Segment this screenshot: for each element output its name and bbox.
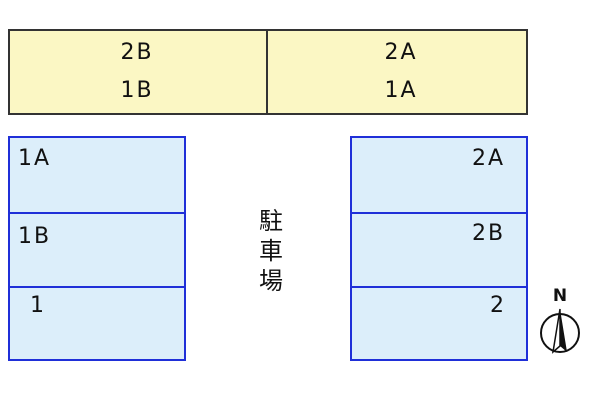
building-left-upper-label: 2B bbox=[120, 40, 154, 65]
stall-label-right-1: 2A bbox=[472, 146, 506, 171]
parking-lot-char-2: 車 bbox=[259, 237, 283, 265]
compass-label: N bbox=[553, 286, 567, 306]
building-right-upper-label: 2A bbox=[384, 40, 418, 65]
stall-label-right-3: 2 bbox=[490, 293, 506, 318]
building-right-lower-label: 1A bbox=[384, 78, 418, 103]
parking-lot-char-3: 場 bbox=[259, 267, 283, 295]
parking-stall-left-3 bbox=[8, 286, 186, 361]
stall-label-right-2: 2B bbox=[472, 221, 506, 246]
building-block bbox=[8, 29, 528, 115]
building-left-lower-label: 1B bbox=[120, 78, 154, 103]
stall-label-left-2: 1B bbox=[18, 224, 52, 249]
building-divider bbox=[266, 29, 268, 115]
compass: N bbox=[532, 284, 588, 364]
north-arrow-icon: N bbox=[540, 286, 580, 354]
stall-label-left-3: 1 bbox=[30, 293, 46, 318]
parking-lot-char-1: 駐 bbox=[259, 207, 283, 235]
stall-label-left-1: 1A bbox=[18, 146, 52, 171]
parking-lot-label: 駐 車 場 bbox=[254, 206, 288, 296]
parking-stall-right-2 bbox=[350, 212, 528, 288]
parking-stall-right-3 bbox=[350, 286, 528, 361]
parking-stall-left-1 bbox=[8, 136, 186, 214]
